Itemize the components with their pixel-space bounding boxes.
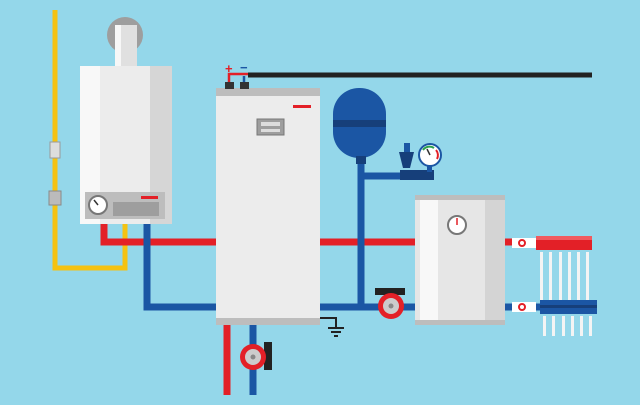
negative-terminal — [240, 82, 249, 89]
gas-valve-icon — [49, 141, 61, 159]
plus-label: + — [225, 61, 233, 76]
circulation-pump-right — [375, 288, 405, 319]
circulation-pump-bottom — [240, 342, 272, 370]
safety-group — [399, 143, 442, 180]
positive-terminal — [225, 82, 234, 89]
air-vent-icon — [399, 152, 414, 168]
ground-icon — [320, 317, 344, 337]
flue-pipe — [107, 17, 143, 67]
central-heating-unit — [216, 88, 320, 325]
expansion-tank — [333, 88, 386, 164]
hot-manifold — [512, 236, 592, 302]
unit-control-panel — [256, 118, 285, 136]
gas-pipe — [48, 10, 128, 271]
return-manifold — [512, 300, 597, 336]
gas-filter-icon — [48, 190, 62, 206]
power-terminals: + − — [225, 60, 592, 89]
minus-label: − — [240, 60, 248, 75]
boiler-display — [113, 202, 159, 216]
hot-water-tank — [415, 195, 505, 325]
wall-boiler — [80, 66, 172, 224]
